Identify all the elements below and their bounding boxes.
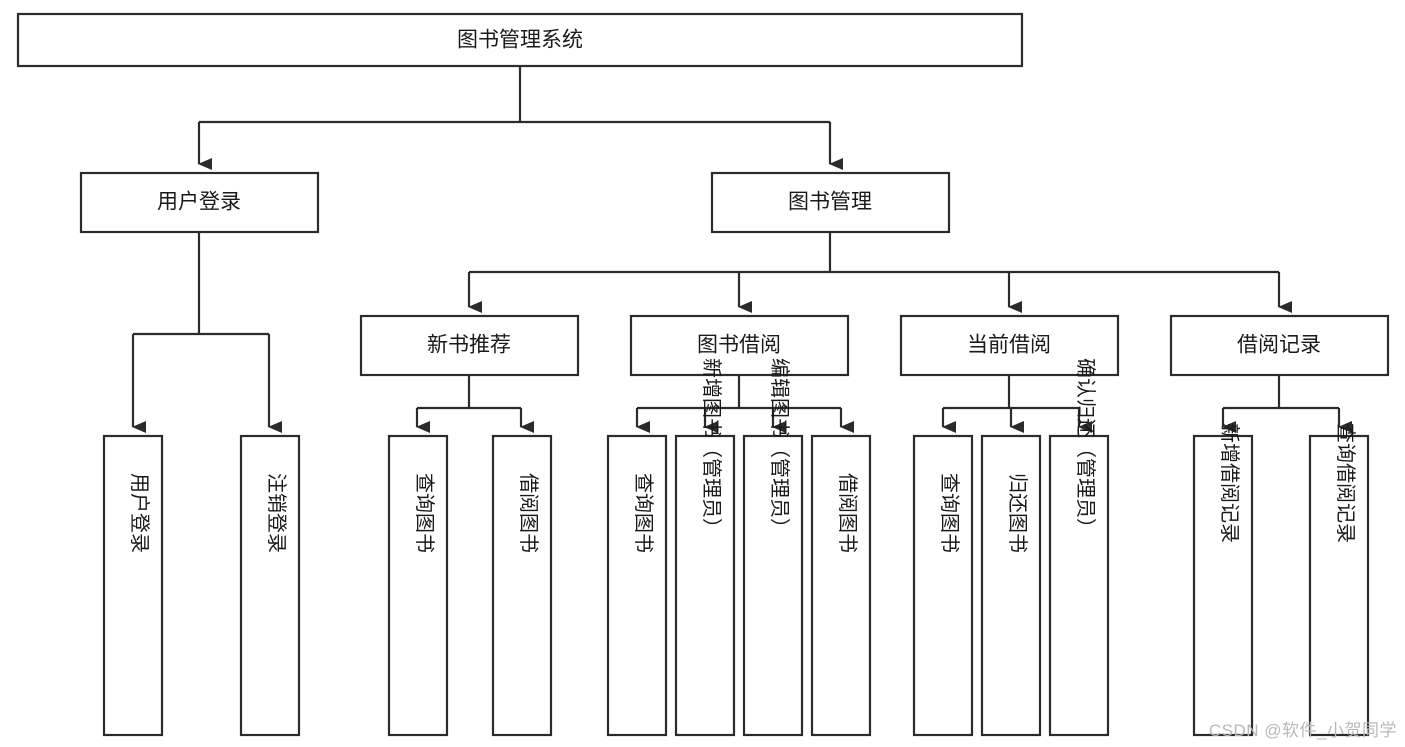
- leaf-return-books[interactable]: 归还图书: [980, 434, 1042, 737]
- edges-borrow-record-to-leaves: [1221, 375, 1352, 433]
- leaf-label: 确认归还（管理员）: [1074, 358, 1097, 538]
- node-current-borrow[interactable]: 当前借阅: [899, 314, 1120, 377]
- leaf-confirm-return-admin[interactable]: 确认归还（管理员）: [1048, 358, 1110, 737]
- leaf-query-books-current[interactable]: 查询图书: [912, 434, 974, 737]
- root-box: [16, 12, 1024, 68]
- leaf-label: 新增图书（管理员）: [700, 358, 723, 538]
- leaf-box: [912, 434, 974, 737]
- book-borrow-box: [629, 314, 850, 377]
- borrow-record-label: 借阅记录: [1237, 334, 1321, 357]
- leaf-query-books-recommend[interactable]: 查询图书: [387, 434, 449, 737]
- leaf-add-borrow-record[interactable]: 新增借阅记录: [1192, 423, 1254, 737]
- leaf-box: [810, 434, 872, 737]
- leaf-label: 查询图书: [632, 473, 655, 553]
- node-borrow-record[interactable]: 借阅记录: [1169, 314, 1390, 377]
- leaf-borrow-books-borrow[interactable]: 借阅图书: [810, 434, 872, 737]
- leaf-add-book-admin[interactable]: 新增图书（管理员）: [674, 358, 736, 737]
- book-management-label: 图书管理: [788, 191, 872, 214]
- leaf-box: [742, 434, 804, 737]
- leaf-label: 查询借阅记录: [1334, 423, 1357, 543]
- leaf-edit-book-admin[interactable]: 编辑图书（管理员）: [742, 358, 804, 737]
- leaf-box: [387, 434, 449, 737]
- leaf-box: [674, 434, 736, 737]
- node-root-book-management-system[interactable]: 图书管理系统: [16, 12, 1024, 68]
- node-user-login[interactable]: 用户登录: [79, 171, 320, 234]
- csdn-watermark: CSDN @软件_小贺同学: [1208, 721, 1397, 740]
- root-label: 图书管理系统: [457, 29, 583, 52]
- leaf-label: 注销登录: [265, 473, 288, 553]
- leaf-label: 归还图书: [1006, 473, 1029, 553]
- edges-new-book-recommend-to-leaves: [415, 375, 534, 433]
- leaf-box: [102, 434, 164, 737]
- leaf-label: 借阅图书: [836, 473, 859, 553]
- leaf-query-borrow-record[interactable]: 查询借阅记录: [1308, 423, 1370, 737]
- book-management-box: [710, 171, 951, 234]
- node-book-borrow[interactable]: 图书借阅: [629, 314, 850, 377]
- edges-user-login-to-leaves: [131, 232, 282, 433]
- current-borrow-label: 当前借阅: [967, 334, 1051, 357]
- book-borrow-label: 图书借阅: [697, 334, 781, 357]
- current-borrow-box: [899, 314, 1120, 377]
- leaf-box: [1048, 434, 1110, 737]
- leaf-label: 查询图书: [413, 473, 436, 553]
- leaf-label: 借阅图书: [517, 473, 540, 553]
- leaf-logout[interactable]: 注销登录: [239, 434, 301, 737]
- leaf-borrow-books-recommend[interactable]: 借阅图书: [491, 434, 553, 737]
- leaf-query-books-borrow[interactable]: 查询图书: [606, 434, 668, 737]
- new-book-recommend-box: [359, 314, 580, 377]
- new-book-recommend-label: 新书推荐: [427, 334, 511, 357]
- node-book-management[interactable]: 图书管理: [710, 171, 951, 234]
- edges-root-to-level2: [197, 66, 843, 170]
- edges-book-borrow-to-leaves: [635, 375, 854, 433]
- leaf-box: [980, 434, 1042, 737]
- leaf-box: [606, 434, 668, 737]
- leaf-label: 用户登录: [128, 473, 151, 553]
- user-login-label: 用户登录: [157, 191, 241, 214]
- node-new-book-recommend[interactable]: 新书推荐: [359, 314, 580, 377]
- leaf-box: [1308, 434, 1370, 737]
- edges-current-borrow-to-leaves: [941, 375, 1092, 433]
- leaf-user-login[interactable]: 用户登录: [102, 434, 164, 737]
- leaf-box: [239, 434, 301, 737]
- leaf-label: 查询图书: [938, 473, 961, 553]
- edges-book-management-to-level3: [467, 232, 1292, 313]
- leaf-box: [491, 434, 553, 737]
- leaf-label: 编辑图书（管理员）: [768, 358, 791, 538]
- leaf-box: [1192, 434, 1254, 737]
- leaf-label: 新增借阅记录: [1218, 423, 1241, 543]
